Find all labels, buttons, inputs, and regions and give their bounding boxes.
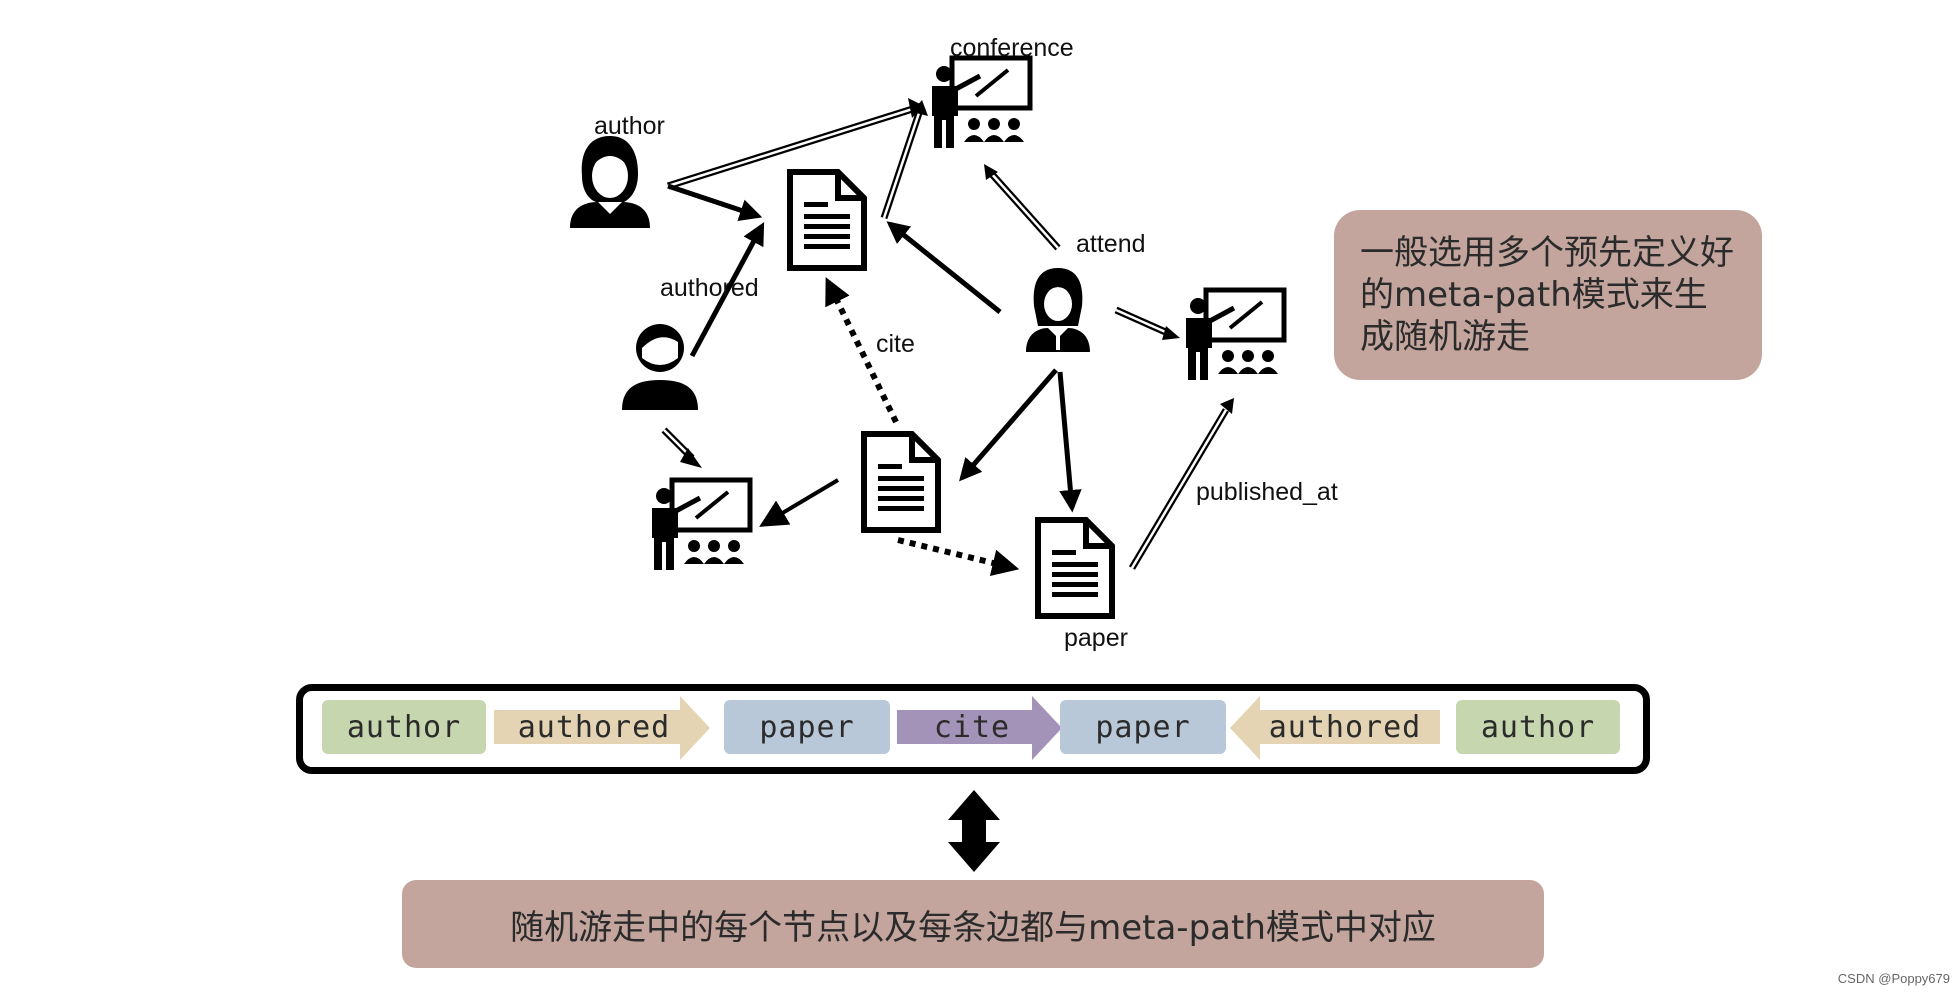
callout-text: 一般选用多个预先定义好的meta-path模式来生成随机游走 [1360, 233, 1734, 357]
metapath-arrows [494, 696, 1440, 760]
metapath-edge-authored-1: authored [517, 709, 671, 745]
metapath-edge-cite: cite [933, 709, 1011, 745]
bottom-note-box: 随机游走中的每个节点以及每条边都与meta-path模式中对应 [402, 880, 1544, 968]
metapath-edge-arrow-1 [494, 696, 710, 760]
author-label: author [594, 112, 665, 140]
metapath-node-author-1: author [322, 700, 486, 754]
footer-credit: CSDN @Poppy679 [1837, 971, 1950, 986]
person-female-icon [570, 136, 650, 228]
paper-document-icon-bottom [1038, 520, 1112, 616]
conference-label: conference [950, 34, 1074, 62]
paper-label: paper [1064, 624, 1128, 652]
person-male-icon [622, 324, 698, 410]
callout-box: 一般选用多个预先定义好的meta-path模式来生成随机游走 [1334, 210, 1762, 380]
metapath-node-paper-2: paper [1060, 700, 1226, 754]
metapath-node-author-2: author [1456, 700, 1620, 754]
graph-edges [661, 98, 1234, 577]
metapath-edge-arrow-3 [1230, 696, 1440, 760]
metapath-frame [296, 684, 1650, 774]
metapath-node-paper-1: paper [724, 700, 890, 754]
person-student-icon [1026, 268, 1090, 352]
paper-document-icon-top [790, 172, 864, 268]
bottom-note-text: 随机游走中的每个节点以及每条边都与meta-path模式中对应 [510, 907, 1436, 948]
cite-label: cite [876, 330, 915, 358]
double-headed-arrow-icon [948, 790, 1000, 872]
attend-label: attend [1076, 230, 1146, 258]
presenter-icon-right [1186, 290, 1284, 380]
conference-presenter-icon [932, 58, 1030, 148]
paper-document-icon-middle [864, 434, 938, 530]
presenter-icon-bottom-left [652, 480, 750, 570]
metapath-edge-authored-2: authored [1268, 709, 1422, 745]
authored-label: authored [660, 274, 759, 302]
metapath-edge-arrow-2 [897, 696, 1062, 760]
published-at-label: published_at [1196, 478, 1338, 506]
